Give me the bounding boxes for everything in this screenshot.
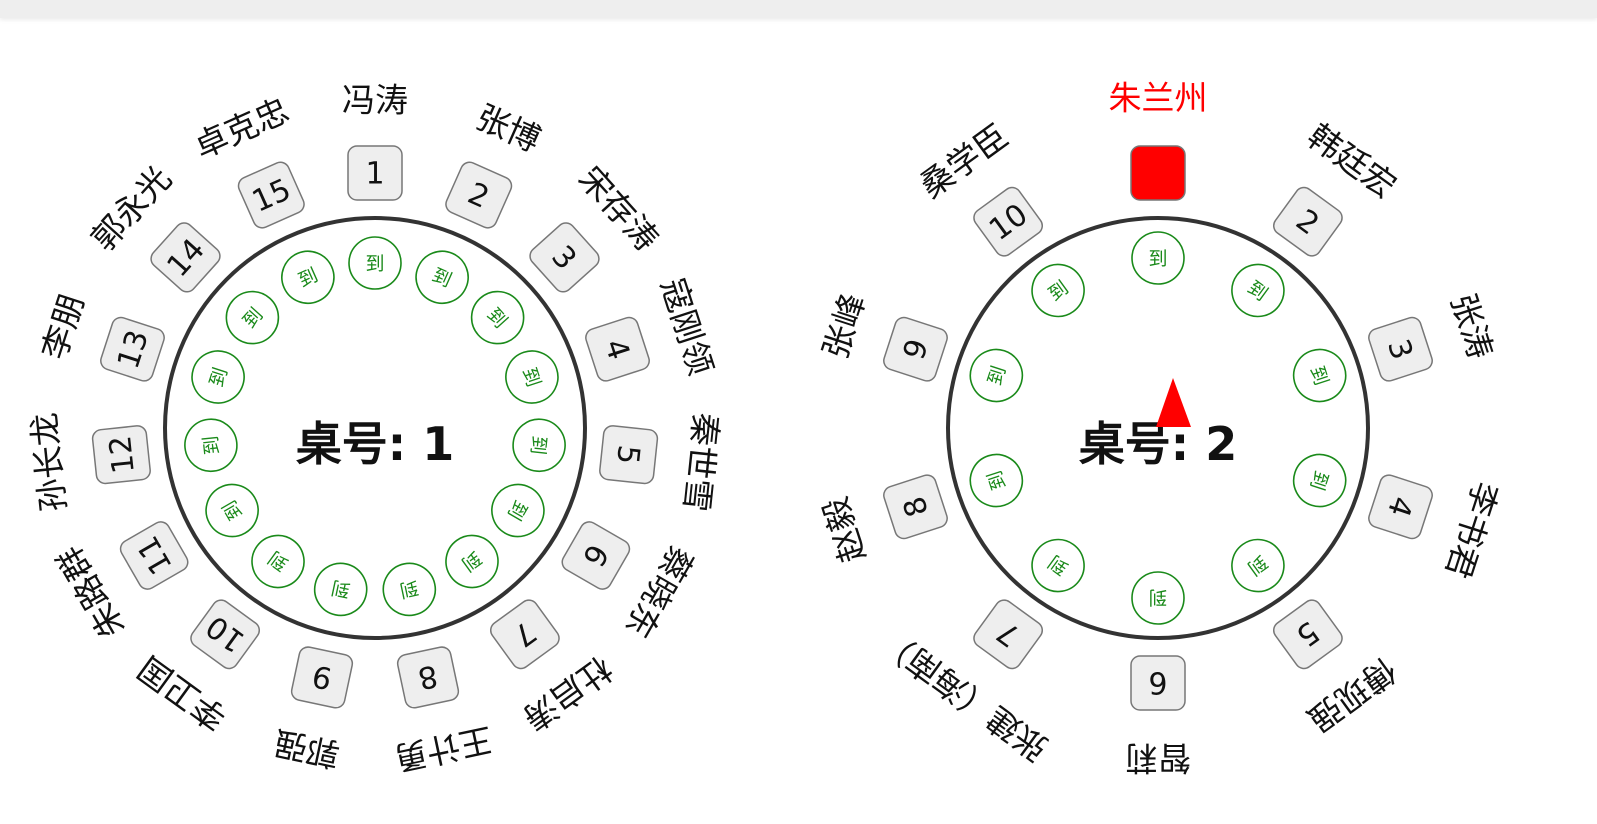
seat-box[interactable] — [187, 597, 262, 672]
guest-name[interactable]: 王计勇 — [391, 719, 496, 778]
checkin-mark: 到 — [398, 576, 421, 601]
seat-7[interactable]: 7 — [487, 597, 562, 672]
seat-12[interactable]: 12 — [91, 425, 151, 485]
seat-box[interactable] — [1270, 597, 1345, 672]
checkin-mark: 到 — [1148, 248, 1167, 270]
checkin-stamp: 到 — [184, 418, 238, 473]
seat-number: 5 — [609, 443, 646, 466]
guest-name[interactable]: 桑学臣 — [913, 116, 1016, 206]
guest-name[interactable]: 赵毅 — [815, 493, 872, 568]
seat-box[interactable] — [559, 519, 633, 593]
seat-2[interactable]: 2 — [1270, 184, 1345, 259]
guest-name[interactable]: 寇刚领 — [653, 274, 721, 380]
table-ring[interactable] — [946, 216, 1370, 640]
seat-number: 12 — [103, 434, 142, 476]
red-triangle-icon — [1156, 378, 1191, 427]
seat-box[interactable] — [91, 425, 151, 485]
checkin-mark: 到 — [526, 435, 550, 456]
seat-5[interactable]: 5 — [1270, 597, 1345, 672]
seat-4[interactable]: 4 — [583, 315, 651, 383]
guest-name[interactable]: 张峰 — [815, 289, 872, 364]
seat-11[interactable]: 11 — [117, 519, 191, 593]
seat-box[interactable] — [599, 425, 659, 485]
seat-box[interactable] — [236, 159, 307, 230]
seat-box[interactable] — [117, 519, 191, 593]
seat-7[interactable]: 7 — [970, 597, 1045, 672]
checkin-mark: 到 — [200, 435, 224, 456]
guest-name[interactable]: 冯涛 — [342, 81, 408, 120]
table-label: 桌号: 1 — [296, 417, 454, 471]
checkin-stamp: 到 — [348, 236, 402, 290]
checkin-stamp: 到 — [313, 562, 368, 617]
seat-box[interactable] — [1130, 655, 1186, 711]
seat-box[interactable] — [583, 315, 651, 383]
seat-box[interactable] — [1130, 145, 1186, 201]
guest-name[interactable]: 朱兰州 — [1109, 79, 1208, 118]
seat-10[interactable]: 10 — [970, 184, 1045, 259]
seat-13[interactable]: 13 — [98, 315, 166, 383]
seat-box[interactable] — [1366, 473, 1434, 541]
guest-name[interactable]: 韩廷宏 — [1300, 116, 1403, 206]
checkin-stamp: 到 — [512, 418, 566, 473]
seat-4[interactable]: 4 — [1366, 473, 1434, 541]
seat-6[interactable]: 6 — [1130, 655, 1186, 711]
seat-box[interactable] — [526, 219, 602, 295]
checkin-stamp: 到 — [1131, 571, 1185, 625]
seat-box[interactable] — [881, 315, 949, 383]
guest-name[interactable]: 蔡晓东 — [617, 539, 700, 644]
seat-10[interactable]: 10 — [187, 597, 262, 672]
seat-6[interactable]: 6 — [559, 519, 633, 593]
guest-name[interactable]: 张涛 — [1443, 289, 1500, 364]
seat-box[interactable] — [1366, 315, 1434, 383]
top-bar — [0, 0, 1597, 18]
guest-name[interactable]: 张博 — [470, 97, 546, 159]
guest-name[interactable]: 李朋 — [34, 289, 91, 364]
checkin-mark: 到 — [329, 576, 352, 601]
seat-box[interactable] — [1270, 184, 1345, 259]
checkin-stamp: 到 — [382, 562, 437, 617]
seat-box[interactable] — [487, 597, 562, 672]
guest-name[interactable]: 傅现强 — [1300, 650, 1403, 740]
seat-1[interactable] — [1130, 145, 1186, 201]
seat-number: 1 — [365, 157, 384, 192]
seat-5[interactable]: 5 — [599, 425, 659, 485]
seat-box[interactable] — [881, 473, 949, 541]
seat-box[interactable] — [970, 597, 1045, 672]
seat-15[interactable]: 15 — [236, 159, 307, 230]
guest-name[interactable]: 郭强 — [270, 723, 343, 775]
seat-2[interactable]: 2 — [443, 159, 514, 230]
seat-3[interactable]: 3 — [526, 219, 602, 295]
seat-1[interactable]: 1 — [347, 145, 403, 201]
seat-box[interactable] — [147, 219, 223, 295]
guest-name[interactable]: 卓克忠 — [188, 90, 294, 166]
checkin-stamp: 到 — [1131, 231, 1185, 285]
seat-box[interactable] — [98, 315, 166, 383]
guest-name[interactable]: 朱路群 — [49, 539, 132, 644]
seat-box[interactable] — [970, 184, 1045, 259]
checkin-mark: 到 — [1148, 586, 1167, 608]
seat-8[interactable]: 8 — [881, 473, 949, 541]
seat-box[interactable] — [347, 145, 403, 201]
seat-box[interactable] — [290, 645, 354, 709]
seat-9[interactable]: 9 — [881, 315, 949, 383]
seat-8[interactable]: 8 — [396, 645, 460, 709]
seat-3[interactable]: 3 — [1366, 315, 1434, 383]
table-ring[interactable] — [163, 216, 587, 640]
seat-9[interactable]: 9 — [290, 645, 354, 709]
seat-box[interactable] — [396, 645, 460, 709]
guest-name[interactable]: 智莉 — [1125, 739, 1191, 778]
seat-number: 6 — [1148, 665, 1167, 700]
seat-box[interactable] — [443, 159, 514, 230]
seat-14[interactable]: 14 — [147, 219, 223, 295]
guest-name[interactable]: 孙长龙 — [24, 411, 73, 514]
checkin-mark: 到 — [365, 253, 384, 275]
guest-name[interactable]: 李书君 — [1438, 477, 1506, 583]
guest-name[interactable]: 秦世雪 — [677, 411, 726, 514]
